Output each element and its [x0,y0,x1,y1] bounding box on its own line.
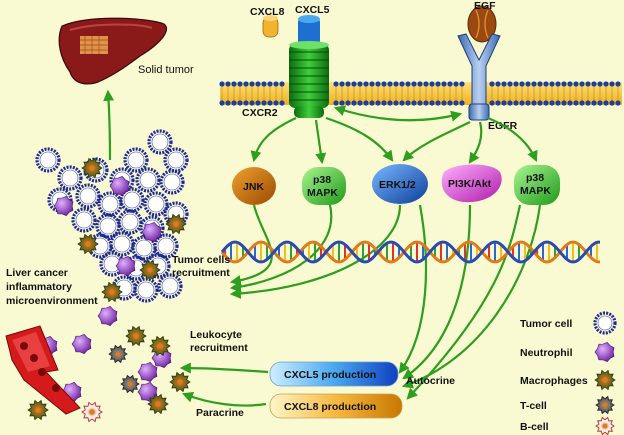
neutrophil-icon [594,341,615,363]
tumor-recruitment-label-2: recruitment [172,267,230,279]
legend-label: Tumor cell [520,318,572,330]
egf-label: EGF [474,0,496,12]
tumor-cell-icon [593,311,617,335]
pi3k-label: PI3K/Akt [448,178,492,190]
legend-label: T-cell [520,400,547,412]
cxcl5-production-label: CXCL5 production [284,369,376,381]
legend-label: Neutrophil [520,347,573,359]
solid-tumor-label: Solid tumor [138,64,194,76]
cxcl8-ligand-icon [262,15,279,38]
cxcl5-production-box: CXCL5 production [269,361,399,387]
p38-mapk-node-2: p38 MAPK [514,165,560,205]
liver-env-label-1: Liver cancer [6,267,68,279]
cxcl8-production-label: CXCL8 production [284,401,376,413]
liver-env-label-3: microenvironment [6,295,98,307]
legend-item: Macrophages [520,369,616,391]
pi3k-akt-node: PI3K/Akt [441,164,502,203]
legend-label: B-cell [520,421,549,433]
p38-mapk-1-label-line1: p38 [313,174,331,186]
cxcr2-label: CXCR2 [242,107,278,119]
p38-mapk-1-label-line2: MAPK [307,187,338,199]
leukocyte-recruitment-label-2: recruitment [190,342,248,354]
legend-item: Tumor cell [520,311,617,335]
legend-item: Neutrophil [520,341,615,363]
liver-env-label-2: inflammatory [6,281,72,293]
egf-ligand-icon [467,5,497,43]
p38-mapk-node-1: p38 MAPK [302,167,346,205]
cxcl8-production-box: CXCL8 production [269,393,403,419]
dna-helix-icon [220,240,600,264]
egfr-receptor-icon [457,33,501,121]
t-cell-icon [595,395,615,415]
cxcl5-ligand-icon [298,15,320,46]
liver-icon [58,17,168,85]
cxcr2-receptor-icon [289,41,329,118]
blood-vessel-icon [5,325,81,415]
legend-label: Macrophages [520,375,588,387]
p38-mapk-2-label-line1: p38 [526,172,544,184]
macrophage-icon [594,369,616,391]
cxcl5-label: CXCL5 [295,4,330,16]
erk-node: ERK1/2 [372,164,428,204]
legend-item: B-cell [520,416,615,435]
tumor-recruitment-label-1: Tumor cells [172,254,230,266]
paracrine-label: Paracrine [196,407,244,419]
signaling-arrows [103,89,542,407]
leukocyte-recruitment-label-1: Leukocyte [190,329,242,341]
p38-mapk-2-label-line2: MAPK [520,185,551,197]
b-cell-icon [595,416,615,435]
jnk-label: JNK [243,181,264,193]
legend-item: T-cell [520,395,615,415]
cxcl8-label: CXCL8 [250,6,285,18]
erk-label: ERK1/2 [379,179,416,191]
tumor-microenvironment-cluster [27,129,191,423]
legend: Tumor cellNeutrophilMacrophagesT-cellB-c… [520,311,617,435]
autocrine-label: Autocrine [406,375,455,387]
jnk-node: JNK [232,167,276,205]
cell-membrane [219,81,622,106]
